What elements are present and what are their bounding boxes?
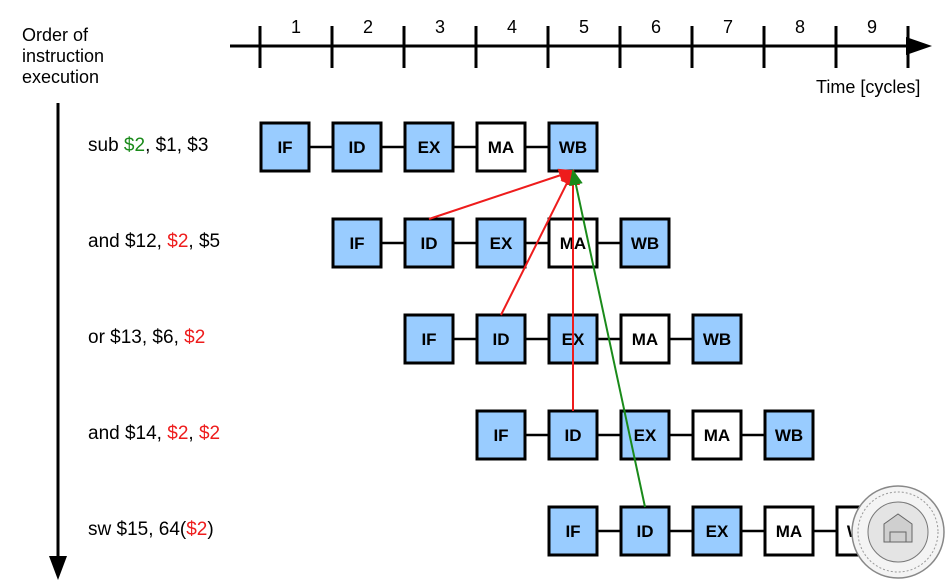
stage-ma-box: MA (475, 121, 527, 173)
stage-label: ID (565, 426, 582, 445)
stage-ex-box: EX (691, 505, 743, 557)
instruction-label-5: sw $15, 64($2) (88, 519, 214, 541)
stage-label: EX (490, 234, 513, 253)
stage-if-box: IF (475, 409, 527, 461)
university-seal-logo (851, 485, 945, 579)
y-axis-label: Order of instruction execution (22, 25, 104, 88)
instruction-label-4: and $14, $2, $2 (88, 423, 220, 445)
stage-label: EX (418, 138, 441, 157)
stage-label: WB (559, 138, 587, 157)
register-highlight: $2 (186, 519, 208, 540)
register-highlight: $2 (167, 231, 189, 252)
stage-label: IF (277, 138, 292, 157)
cycle-label-9: 9 (867, 17, 877, 37)
stage-ex-box: EX (403, 121, 455, 173)
stage-id-box: ID (475, 313, 527, 365)
instruction-text: and $12, (88, 231, 168, 252)
dependency-arrow (500, 169, 574, 316)
stage-ma-box: MA (691, 409, 743, 461)
dependency-arrow (569, 169, 646, 508)
stage-label: ID (493, 330, 510, 349)
stage-wb-box: WB (763, 409, 815, 461)
y-axis-label-line-2: instruction (22, 46, 105, 66)
stage-label: IF (493, 426, 508, 445)
instruction-text: , $1, $3 (145, 135, 209, 156)
cycle-label-8: 8 (795, 17, 805, 37)
stage-id-box: ID (403, 217, 455, 269)
instruction-text: and $14, (88, 423, 168, 444)
stage-label: ID (421, 234, 438, 253)
cycle-label-3: 3 (435, 17, 445, 37)
stage-label: MA (488, 138, 514, 157)
cycle-label-7: 7 (723, 17, 733, 37)
instruction-text: , $5 (188, 231, 221, 252)
instruction-label-3: or $13, $6, $2 (88, 327, 205, 349)
stage-label: ID (349, 138, 366, 157)
register-highlight: $2 (198, 423, 221, 444)
stage-if-box: IF (331, 217, 383, 269)
stage-wb-box: WB (619, 217, 671, 269)
stage-label: WB (775, 426, 803, 445)
instruction-label-1: sub $2, $1, $3 (88, 135, 208, 157)
stage-ma-box: MA (763, 505, 815, 557)
cycle-label-4: 4 (507, 17, 517, 37)
stage-label: EX (706, 522, 729, 541)
instruction-text: , (188, 423, 199, 444)
stage-ex-box: EX (475, 217, 527, 269)
instruction-text: ) (207, 519, 214, 540)
cycle-label-5: 5 (579, 17, 589, 37)
cycle-label-1: 1 (291, 17, 301, 37)
register-highlight: $2 (167, 423, 189, 444)
stage-label: WB (703, 330, 731, 349)
stage-id-box: ID (547, 409, 599, 461)
stage-label: IF (565, 522, 580, 541)
stage-label: MA (704, 426, 730, 445)
stage-if-box: IF (547, 505, 599, 557)
time-axis-arrowhead (906, 37, 932, 55)
order-axis-arrowhead (49, 556, 67, 580)
cycle-label-6: 6 (651, 17, 661, 37)
stage-wb-box: WB (547, 121, 599, 173)
instruction-text: sub (88, 135, 124, 156)
instruction-text: sw $15, 64( (88, 519, 187, 540)
stage-wb-box: WB (691, 313, 743, 365)
stage-if-box: IF (403, 313, 455, 365)
stage-label: WB (631, 234, 659, 253)
dependency-arrow (428, 168, 575, 220)
stage-id-box: ID (619, 505, 671, 557)
stage-ex-box: EX (619, 409, 671, 461)
stage-label: MA (632, 330, 658, 349)
y-axis-label-line-1: Order of (22, 25, 89, 45)
stage-label: EX (634, 426, 657, 445)
instruction-text: or $13, $6, (88, 327, 185, 348)
register-highlight: $2 (123, 135, 146, 156)
stage-id-box: ID (331, 121, 383, 173)
stage-label: IF (349, 234, 364, 253)
y-axis-label-line-3: execution (22, 67, 100, 87)
stage-ma-box: MA (619, 313, 671, 365)
stage-label: MA (776, 522, 802, 541)
stage-label: IF (421, 330, 436, 349)
cycle-label-2: 2 (363, 17, 373, 37)
time-axis-label: Time [cycles] (816, 77, 920, 97)
register-highlight: $2 (184, 327, 206, 348)
instruction-label-2: and $12, $2, $5 (88, 231, 220, 253)
stage-label: ID (637, 522, 654, 541)
stage-if-box: IF (259, 121, 311, 173)
